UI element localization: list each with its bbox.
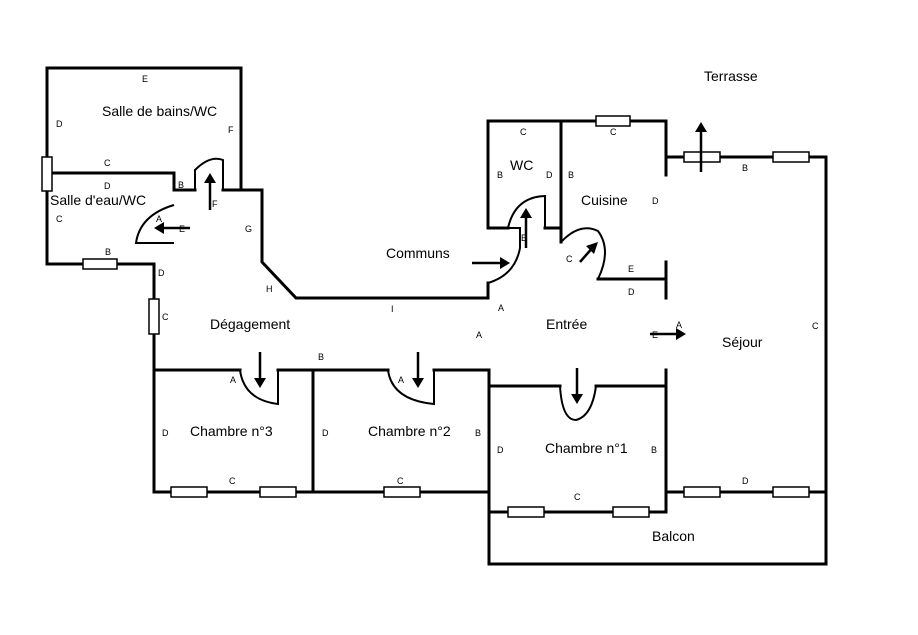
wall-mark: I [391,304,394,314]
room-label-salle-bains: Salle de bains/WC [102,103,217,119]
wall-mark: D [628,287,635,297]
wall-mark: A [398,375,404,385]
room-label-wc: WC [510,157,533,173]
wall-mark: C [397,476,404,486]
wall-mark: D [652,196,659,206]
room-label-chambre3: Chambre n°3 [190,423,273,439]
wall-mark: B [742,163,748,173]
wall-mark: B [568,170,574,180]
wall-mark: D [546,170,553,180]
wall-mark: C [56,214,63,224]
door-swings [134,157,606,422]
wall-marks: E D F C D C B B A E F G H I C D C B D B … [56,74,819,502]
room-label-cuisine: Cuisine [581,192,628,208]
windows [41,115,810,518]
room-label-terrasse: Terrasse [704,68,758,84]
wall-mark: C [812,321,819,331]
wall-mark: G [245,224,252,234]
wall-mark: F [212,199,218,209]
wall-mark: B [475,428,481,438]
room-label-communs: Communs [386,245,450,261]
wall-mark: B [178,180,184,190]
room-label-entree: Entrée [546,316,587,332]
wall-mark: E [652,330,658,340]
wall-mark: D [56,119,63,129]
wall-mark: D [742,476,749,486]
wall-mark: B [105,247,111,257]
wall-mark: D [162,428,169,438]
wall-mark: C [574,492,581,502]
room-labels: Salle de bains/WC Salle d'eau/WC Terrass… [50,68,763,544]
wall-mark: E [179,224,185,234]
wall-mark: C [566,254,573,264]
wall-mark: C [162,312,169,322]
wall-mark: B [521,233,527,243]
wall-mark: D [104,181,111,191]
wall-mark: A [676,320,682,330]
wall-mark: A [230,375,236,385]
wall-mark: C [104,158,111,168]
wall-mark: D [158,268,165,278]
room-label-degagement: Dégagement [210,316,290,332]
wall-mark: D [497,445,504,455]
wall-mark: C [229,476,236,486]
wall-mark: D [322,428,329,438]
room-label-sejour: Séjour [722,334,763,350]
room-label-salle-eau: Salle d'eau/WC [50,192,146,208]
wall-mark: B [651,445,657,455]
wall-mark: B [318,352,324,362]
wall-mark: B [497,170,503,180]
wall-mark: H [266,284,273,294]
wall-mark: A [498,303,504,313]
wall-mark: F [228,125,234,135]
wall-mark: C [520,127,527,137]
wall-mark: C [610,127,617,137]
wall-mark: E [142,74,148,84]
room-label-chambre2: Chambre n°2 [368,423,451,439]
entry-arrows [154,122,707,404]
wall-mark: E [628,264,634,274]
room-label-balcon: Balcon [652,528,695,544]
wall-mark: A [476,330,482,340]
wall-mark: A [156,214,162,224]
room-label-chambre1: Chambre n°1 [545,440,628,456]
